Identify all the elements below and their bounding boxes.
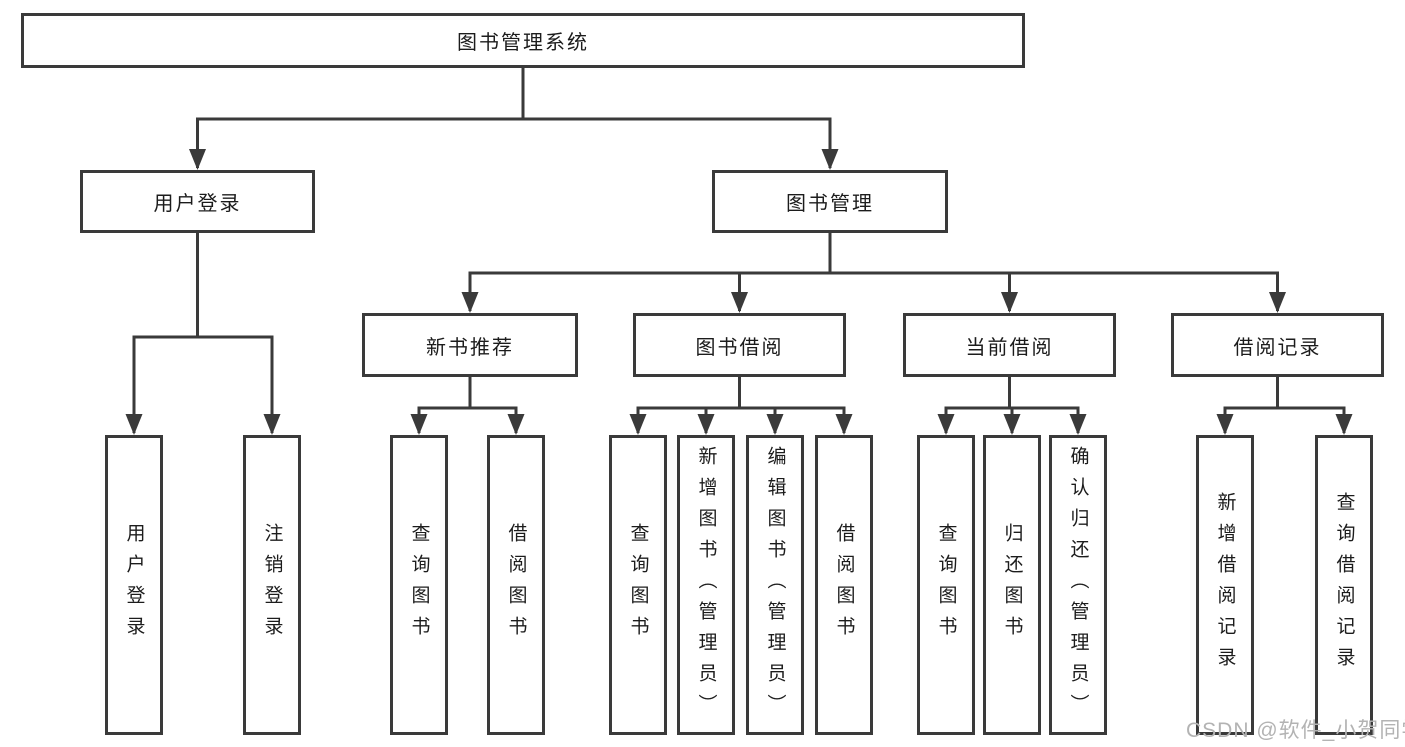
leaf-return-books: 归还图书	[983, 435, 1041, 735]
node-borrowing-records-label: 借阅记录	[1233, 336, 1322, 359]
csdn-watermark: CSDN @软件_小贺同学	[1186, 719, 1405, 742]
leaf-return-books-label: 归还图书	[1001, 523, 1023, 647]
leaf-user-login-label: 用户登录	[123, 523, 145, 647]
leaf-edit-books-admin-label: 编辑图书（管理员）	[764, 445, 786, 725]
node-root-system: 图书管理系统	[21, 13, 1025, 68]
leaf-add-books-admin: 新增图书（管理员）	[677, 435, 735, 735]
leaf-confirm-return-admin-label: 确认归还（管理员）	[1067, 445, 1089, 725]
leaf-add-borrow-record: 新增借阅记录	[1196, 435, 1254, 735]
leaf-confirm-return-admin: 确认归还（管理员）	[1049, 435, 1107, 735]
leaf-query-borrow-record: 查询借阅记录	[1315, 435, 1373, 735]
node-new-book-recommend: 新书推荐	[362, 313, 578, 377]
node-current-borrowing-label: 当前借阅	[965, 336, 1054, 359]
leaf-user-login: 用户登录	[105, 435, 163, 735]
leaf-borrow-books-borrowing: 借阅图书	[815, 435, 873, 735]
node-book-management-label: 图书管理	[786, 193, 874, 215]
leaf-query-books-borrowing-label: 查询图书	[627, 523, 649, 647]
leaf-borrow-books-recommend-label: 借阅图书	[505, 523, 527, 647]
node-user-login: 用户登录	[80, 170, 315, 233]
leaf-query-books-borrowing: 查询图书	[609, 435, 667, 735]
leaf-query-books-recommend-label: 查询图书	[408, 523, 430, 647]
leaf-query-books-current: 查询图书	[917, 435, 975, 735]
leaf-edit-books-admin: 编辑图书（管理员）	[746, 435, 804, 735]
leaf-query-books-current-label: 查询图书	[935, 523, 957, 647]
node-borrowing-records: 借阅记录	[1171, 313, 1384, 377]
leaf-logout-login-label: 注销登录	[261, 523, 283, 647]
node-root-system-label: 图书管理系统	[457, 32, 589, 54]
leaf-add-books-admin-label: 新增图书（管理员）	[695, 445, 717, 725]
leaf-logout-login: 注销登录	[243, 435, 301, 735]
node-current-borrowing: 当前借阅	[903, 313, 1116, 377]
leaf-borrow-books-borrowing-label: 借阅图书	[833, 523, 855, 647]
node-book-borrowing-label: 图书借阅	[695, 336, 784, 359]
leaf-add-borrow-record-label: 新增借阅记录	[1214, 492, 1236, 678]
leaf-query-books-recommend: 查询图书	[390, 435, 448, 735]
leaf-query-borrow-record-label: 查询借阅记录	[1333, 492, 1355, 678]
node-book-management: 图书管理	[712, 170, 948, 233]
node-book-borrowing: 图书借阅	[633, 313, 846, 377]
node-new-book-recommend-label: 新书推荐	[426, 336, 514, 359]
node-user-login-label: 用户登录	[153, 193, 242, 215]
leaf-borrow-books-recommend: 借阅图书	[487, 435, 545, 735]
